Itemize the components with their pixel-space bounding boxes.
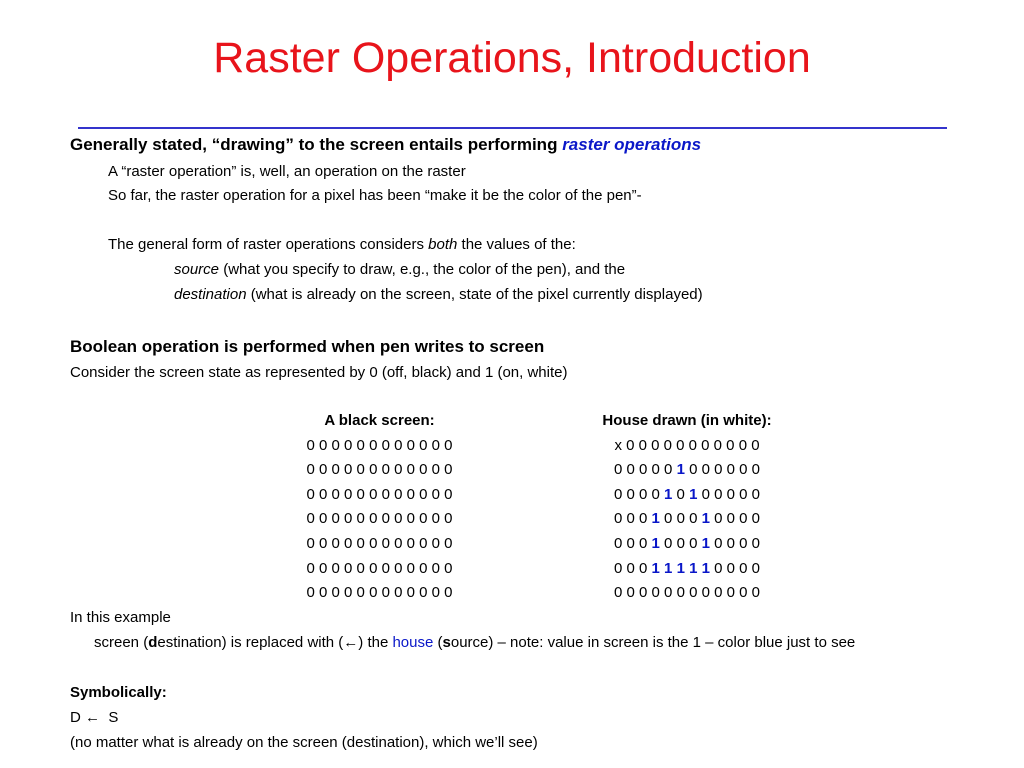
example-text-c: estination) is replaced with ( [157, 634, 344, 651]
symbolic-expression: D ← S [70, 708, 118, 728]
example-d-bold: d [148, 634, 158, 651]
intro-line-1: A “raster operation” is, well, an operat… [108, 163, 466, 180]
house-pixel-off: 0 0 0 [659, 534, 702, 552]
black-grid-row: 0 0 0 0 0 0 0 0 0 0 0 0 [306, 534, 453, 552]
house-grid-title: House drawn (in white): [602, 412, 772, 429]
house-pixel-off: 0 0 0 0 0 [614, 461, 677, 479]
house-grid-row: 0 0 0 1 0 0 0 1 0 0 0 0 [590, 507, 784, 532]
black-screen-rows: 0 0 0 0 0 0 0 0 0 0 0 0 0 0 0 0 0 0 0 0 0… [292, 434, 467, 606]
house-pixel-on: 1 [651, 534, 660, 552]
example-line: screen (destination) is replaced with (←… [94, 633, 855, 653]
example-s-bold: s [442, 634, 451, 651]
house-pixel-off: 0 [672, 485, 690, 503]
house-pixel-on: 1 [701, 534, 710, 552]
house-pixel-off: 0 0 0 0 [709, 510, 760, 528]
house-pixel-on: 1 [689, 485, 698, 503]
example-house-term: house [392, 634, 434, 651]
intro-line-3-b: the values of the: [457, 236, 576, 253]
house-pixel-off: 0 0 0 [614, 534, 652, 552]
house-grid: House drawn (in white): x 0 0 0 0 0 0 0 … [590, 409, 784, 606]
black-grid-row: 0 0 0 0 0 0 0 0 0 0 0 0 [306, 584, 453, 602]
intro-heading: Generally stated, “drawing” to the scree… [70, 135, 701, 155]
house-pixel-off: 0 0 0 0 0 0 0 0 0 0 0 0 [614, 584, 760, 602]
house-grid-row: 0 0 0 1 1 1 1 1 0 0 0 0 [590, 557, 784, 582]
boolean-line: Consider the screen state as represented… [70, 364, 568, 381]
black-grid-row: 0 0 0 0 0 0 0 0 0 0 0 0 [306, 510, 453, 528]
black-grid-row: 0 0 0 0 0 0 0 0 0 0 0 0 [306, 559, 453, 577]
house-pixel-off: 0 0 0 [614, 559, 652, 577]
example-text-a: screen ( [94, 634, 149, 651]
house-pixel-on: 1 1 1 1 1 [651, 559, 710, 577]
destination-desc: (what is already on the screen, state of… [246, 286, 703, 303]
intro-line-3-a: The general form of raster operations co… [108, 236, 429, 253]
house-pixel-on: 1 [701, 510, 710, 528]
expr-d: D [70, 709, 81, 726]
black-grid-row: 0 0 0 0 0 0 0 0 0 0 0 0 [306, 436, 453, 454]
house-grid-row: 0 0 0 0 1 0 1 0 0 0 0 0 [590, 483, 784, 508]
source-line: source (what you specify to draw, e.g., … [174, 260, 625, 280]
symbolically-heading: Symbolically: [70, 684, 167, 701]
boolean-heading: Boolean operation is performed when pen … [70, 337, 545, 356]
intro-heading-text: Generally stated, “drawing” to the scree… [70, 135, 563, 154]
house-pixel-off: 0 0 0 0 0 [697, 485, 760, 503]
house-grid-row: 0 0 0 0 0 1 0 0 0 0 0 0 [590, 458, 784, 483]
house-pixel-off: 0 0 0 [614, 510, 652, 528]
example-text-d: ) the [358, 634, 393, 651]
house-pixel-off: 0 0 0 0 0 0 [684, 461, 760, 479]
house-grid-row: 0 0 0 0 0 0 0 0 0 0 0 0 [590, 581, 784, 606]
black-grid-row: 0 0 0 0 0 0 0 0 0 0 0 0 [306, 485, 453, 503]
house-grid-row: 0 0 0 1 0 0 0 1 0 0 0 0 [590, 532, 784, 557]
house-pixel-on: 1 [676, 461, 685, 479]
house-grid-rows: x 0 0 0 0 0 0 0 0 0 0 0 0 0 0 0 0 1 0 0 0… [590, 434, 784, 606]
house-pixel-on: 1 [664, 485, 673, 503]
house-pixel-off: 0 0 0 [659, 510, 702, 528]
symbolic-note: (no matter what is already on the screen… [70, 734, 538, 751]
house-grid-row: x 0 0 0 0 0 0 0 0 0 0 0 [590, 434, 784, 459]
house-pixel-off: x 0 0 0 0 0 0 0 0 0 0 0 [614, 436, 760, 454]
example-text-e: ( [433, 634, 443, 651]
example-text-g: ource) – note: value in screen is the 1 … [450, 634, 856, 651]
intro-line-2: So far, the raster operation for a pixel… [108, 187, 642, 204]
intro-line-3-em: both [428, 236, 458, 253]
destination-line: destination (what is already on the scre… [174, 285, 703, 305]
black-screen-title: A black screen: [324, 412, 435, 429]
expr-s: S [108, 709, 119, 726]
source-desc: (what you specify to draw, e.g., the col… [219, 261, 626, 278]
house-pixel-on: 1 [651, 510, 660, 528]
house-pixel-off: 0 0 0 0 [709, 534, 760, 552]
example-label: In this example [70, 609, 171, 626]
destination-term: destination [174, 286, 247, 303]
black-grid-row: 0 0 0 0 0 0 0 0 0 0 0 0 [306, 461, 453, 479]
title-divider [78, 127, 947, 129]
house-pixel-off: 0 0 0 0 [614, 485, 665, 503]
slide-title: Raster Operations, Introduction [213, 34, 811, 82]
left-arrow-icon: ← [343, 634, 359, 651]
source-term: source [174, 261, 220, 278]
intro-line-3: The general form of raster operations co… [108, 235, 576, 255]
left-arrow-icon: ← [85, 709, 101, 726]
house-pixel-off: 0 0 0 0 [709, 559, 760, 577]
intro-heading-emphasis: raster operations [562, 135, 702, 154]
